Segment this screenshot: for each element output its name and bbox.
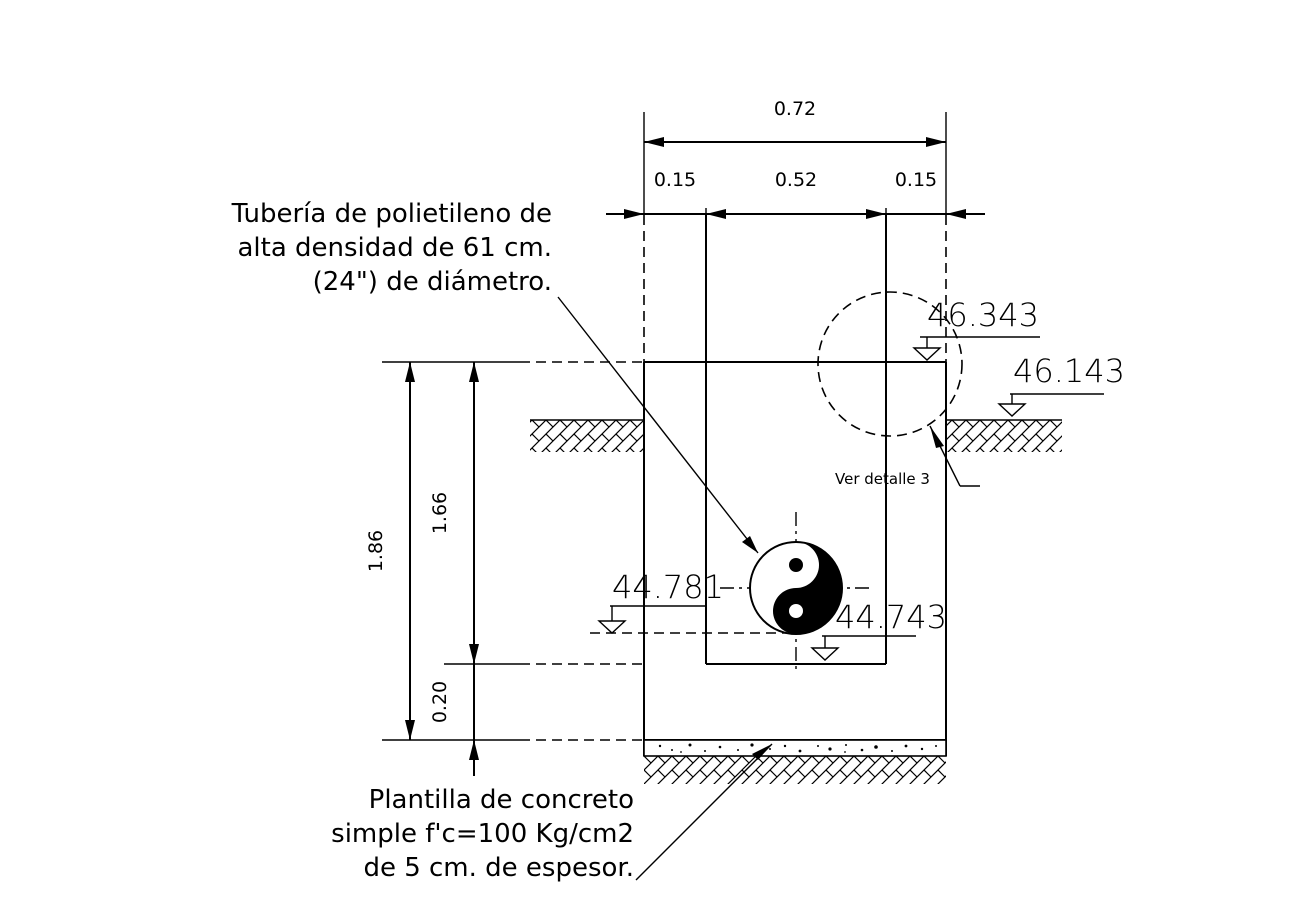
dim-total-height: 1.86 (365, 530, 387, 572)
elevation-invert-in: 44.781 (590, 568, 796, 634)
base-note: Plantilla de concreto simple f'c=100 Kg/… (331, 785, 634, 883)
dim-wall-right: 0.15 (895, 169, 937, 191)
pipe-note: Tubería de polietileno de alta densidad … (231, 199, 552, 297)
ground-hatch (530, 419, 1062, 784)
pipe-note-line-2: alta densidad de 61 cm. (237, 233, 552, 263)
concrete-base (643, 739, 947, 757)
structure (643, 214, 947, 757)
base-note-line-2: simple f'c=100 Kg/cm2 (331, 819, 634, 849)
elev-ground: 46.143 (1013, 352, 1125, 390)
detail-reference: Ver detalle 3 (835, 470, 930, 488)
dim-inner-width: 0.52 (775, 169, 817, 191)
dim-base-height: 0.20 (429, 681, 451, 723)
elev-top-pipe: 46.343 (927, 296, 1039, 334)
elevation-ground: 46.143 (997, 352, 1125, 417)
elevation-top-pipe: 46.343 (912, 296, 1040, 361)
extension-lines (382, 361, 644, 741)
leaders (557, 296, 980, 881)
pipe-note-line-1: Tubería de polietileno de (231, 199, 552, 229)
vertical-dimensions: 1.86 1.66 0.20 (365, 362, 479, 776)
pipe-note-line-3: (24") de diámetro. (313, 267, 552, 297)
pipe-section-symbol (720, 512, 872, 670)
dim-total-width: 0.72 (774, 98, 816, 120)
base-note-line-1: Plantilla de concreto (369, 785, 634, 815)
elev-invert-in: 44.781 (612, 568, 724, 606)
upper-pipe-outline (817, 291, 963, 437)
elev-invert-out: 44.743 (835, 598, 947, 636)
base-note-line-3: de 5 cm. de espesor. (363, 853, 634, 883)
dim-wall-left: 0.15 (654, 169, 696, 191)
elevation-invert-out: 44.743 (810, 598, 947, 661)
top-dimensions: 0.72 0.15 0.52 0.15 (606, 98, 985, 222)
dim-inner-height: 1.66 (429, 492, 451, 534)
